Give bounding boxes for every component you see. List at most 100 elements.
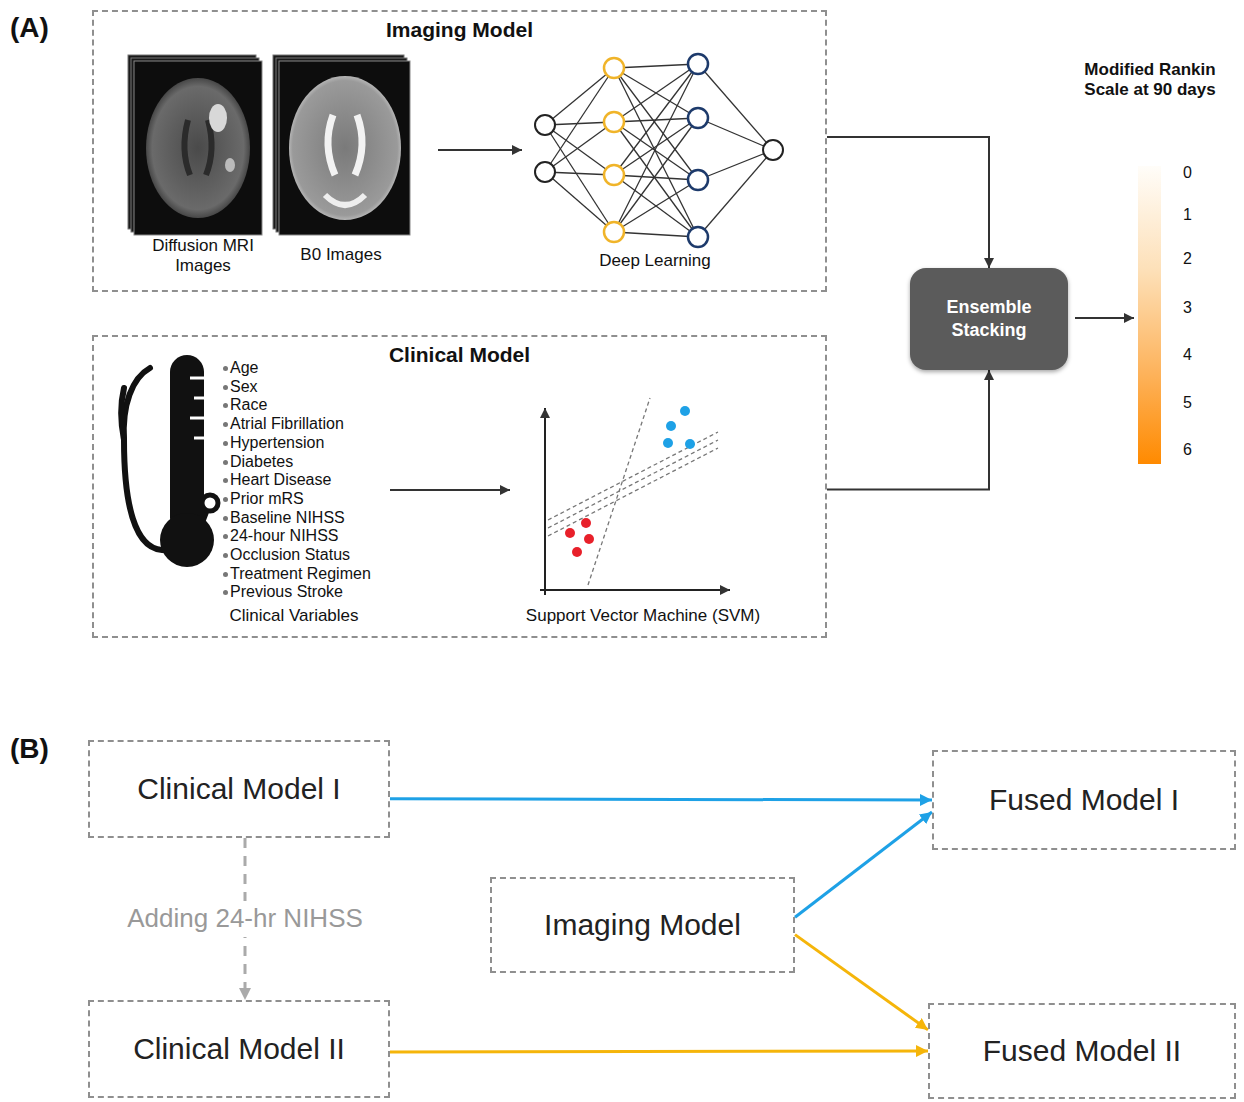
illustration-part: [698, 150, 773, 180]
illustration-part: [548, 448, 718, 536]
variable-item: Hypertension: [230, 434, 324, 452]
ensemble-box: Ensemble Stacking: [910, 268, 1068, 370]
panel-letter: (B): [10, 733, 49, 765]
arrow: [438, 149, 522, 151]
image-caption: B0 Images: [300, 245, 381, 265]
illustration-part: [121, 388, 124, 440]
bullet-dot: [223, 516, 228, 521]
scale-value: 4: [1183, 346, 1192, 364]
illustration-part: [614, 122, 698, 180]
illustration-part: [663, 438, 673, 448]
variable-item: Previous Stroke: [230, 583, 343, 601]
variable-item: Baseline NIHSS: [230, 509, 345, 527]
illustration-part: [604, 222, 624, 242]
illustration-part: [544, 408, 546, 595]
illustration-part: [698, 64, 773, 150]
box-label: Ensemble Stacking: [929, 296, 1049, 343]
variable-item: Atrial Fibrillation: [230, 415, 344, 433]
illustration-part: [170, 355, 204, 535]
illustration-part: [548, 432, 718, 520]
neural-network: [535, 54, 783, 247]
illustration-part: [194, 397, 204, 400]
illustration-part: [698, 118, 773, 150]
illustration-part: [134, 61, 262, 235]
model-box: Fused Model I: [932, 750, 1236, 850]
illustration-part: [124, 368, 150, 440]
model-box: Clinical Model II: [88, 1000, 390, 1098]
dwi-image: [128, 55, 262, 235]
scale-title: Modified Rankin Scale at 90 days: [1066, 60, 1234, 99]
thermometer-icon: [160, 355, 214, 567]
illustration-part: [604, 165, 624, 185]
illustration-part: [279, 61, 410, 235]
bullet-dot: [223, 422, 228, 427]
bullet-dot: [223, 460, 228, 465]
illustration-part: [289, 76, 401, 220]
illustration-part: [146, 78, 250, 218]
box-label: Fused Model II: [983, 1034, 1181, 1068]
illustration-part: [614, 118, 698, 175]
illustration-part: [763, 140, 783, 160]
illustration-part: [548, 440, 718, 528]
edge-label: Adding 24-hr NIHSS: [121, 901, 369, 937]
illustration-part: [680, 406, 690, 416]
illustration-part: [581, 518, 591, 528]
bullet-dot: [223, 553, 228, 558]
image-caption: Diffusion MRI Images: [133, 236, 273, 275]
panel-box: Clinical Model: [92, 335, 827, 638]
scale-value: 2: [1183, 250, 1192, 268]
box-label: Clinical Model I: [137, 772, 340, 806]
connector-arrow: [795, 935, 928, 1030]
illustration-part: [209, 104, 227, 132]
scale-value: 5: [1183, 394, 1192, 412]
panel-title: Imaging Model: [94, 18, 825, 42]
variable-item: Sex: [230, 378, 258, 396]
box-label: Imaging Model: [544, 908, 741, 942]
illustration-part: [614, 64, 698, 68]
illustration-part: [614, 122, 698, 237]
variable-item: 24-hour NIHSS: [230, 527, 339, 545]
caption: Support Vector Machine (SVM): [526, 606, 760, 626]
illustration-part: [688, 108, 708, 128]
illustration-part: [698, 150, 773, 237]
variable-item: Prior mRS: [230, 490, 304, 508]
illustration-part: [614, 64, 698, 175]
illustration-part: [614, 68, 698, 180]
variable-item: Diabetes: [230, 453, 293, 471]
bullet-dot: [223, 572, 228, 577]
bullet-dot: [223, 590, 228, 595]
variable-item: Treatment Regimen: [230, 565, 371, 583]
connector-arrow: [827, 370, 989, 490]
box-label: Clinical Model II: [133, 1032, 345, 1066]
image-caption: Deep Learning: [599, 251, 711, 271]
scale-value: 3: [1183, 299, 1192, 317]
illustration-part: [614, 64, 698, 232]
variable-item: Occlusion Status: [230, 546, 350, 564]
bullet-dot: [223, 534, 228, 539]
color-scale-bar: [1138, 166, 1161, 464]
illustration-part: [614, 232, 698, 237]
bullet-dot: [223, 497, 228, 502]
illustration-part: [565, 528, 575, 538]
illustration-part: [160, 513, 214, 567]
illustration-part: [688, 170, 708, 190]
illustration-part: [190, 417, 204, 420]
bullet-dot: [223, 366, 228, 371]
illustration-part: [328, 115, 362, 175]
illustration-part: [194, 437, 204, 440]
model-box: Fused Model II: [928, 1003, 1236, 1099]
illustration-part: [688, 54, 708, 74]
model-box: Imaging Model: [490, 877, 795, 973]
scale-value: 1: [1183, 206, 1192, 224]
illustration-part: [545, 172, 614, 232]
illustration-part: [325, 195, 365, 205]
illustration-part: [614, 118, 698, 232]
illustration-part: [614, 180, 698, 232]
illustration-part: [540, 589, 730, 591]
illustration-part: [545, 68, 614, 125]
variable-item: Race: [230, 396, 267, 414]
illustration-part: [584, 534, 594, 544]
illustration-part: [545, 125, 614, 175]
variable-item: Age: [230, 359, 258, 377]
panel-letter: (A): [10, 12, 49, 44]
